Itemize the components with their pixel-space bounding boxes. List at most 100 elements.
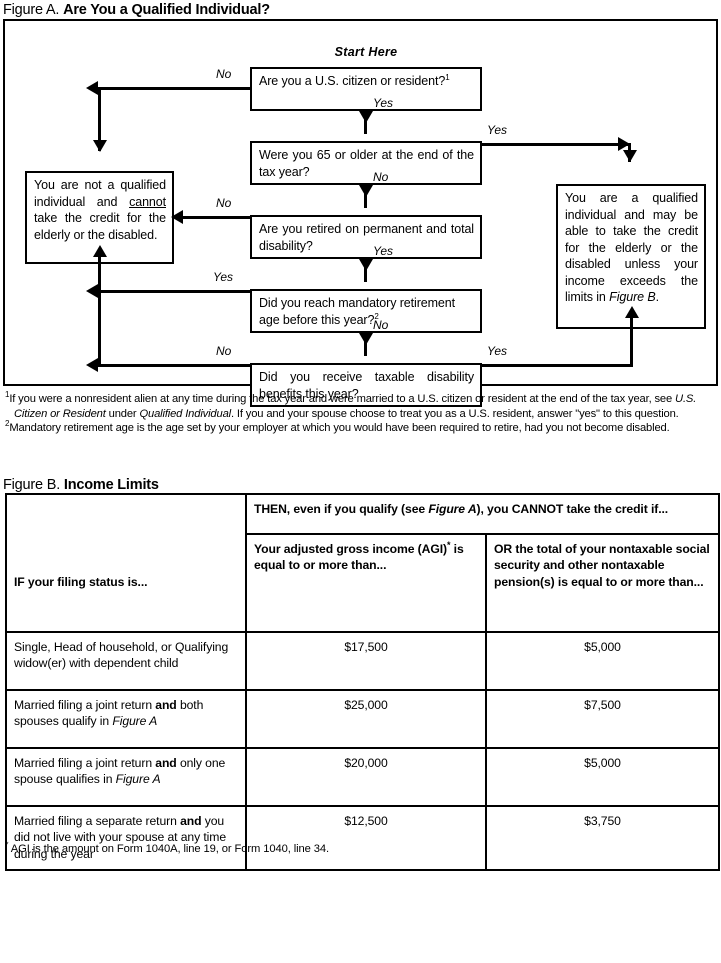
arrowhead-into-qualified-top: [623, 150, 637, 162]
qualified-figure-b-ref: Figure B: [609, 290, 656, 304]
table-row: Married filing a joint return and only o…: [5, 747, 720, 807]
footnote-1-marker: 1: [5, 390, 10, 400]
box-citizen-footnote-marker: 1: [445, 72, 450, 82]
arrowhead-retired-no: [171, 210, 183, 224]
income-limits-table-body: THEN, even if you qualify (see Figure A)…: [5, 493, 720, 633]
figure-b-footnote: * AGI is the amount on Form 1040A, line …: [5, 840, 715, 855]
table-row: Single, Head of household, or Qualifying…: [5, 631, 720, 691]
cell-agi-limit: $12,500: [245, 804, 487, 872]
label-mandatory-yes: Yes: [213, 270, 234, 284]
cell-nontaxable-limit: $5,000: [485, 631, 720, 691]
box-citizen-text: Are you a U.S. citizen or resident?: [259, 74, 446, 88]
not-qualified-text-post: take the credit for the elderly or the d…: [34, 211, 166, 242]
footnote-1: 1If you were a nonresident alien at any …: [5, 390, 717, 421]
label-mandatory-no: No: [373, 318, 389, 332]
table-row: Married filing a separate return and you…: [5, 804, 720, 872]
cell-nontaxable-limit: $7,500: [485, 689, 720, 749]
box-taxable-text: Did you receive taxable disability benef…: [259, 370, 474, 401]
table-header-row-top: THEN, even if you qualify (see Figure A)…: [5, 493, 720, 535]
figure-a-footnotes: 1If you were a nonresident alien at any …: [5, 390, 717, 436]
box-mandatory-footnote-marker: 2: [374, 311, 379, 321]
connector-age65-yes-horizontal: [482, 143, 630, 146]
connector-citizen-no-vertical: [98, 87, 101, 151]
agi-header-pre: Your adjusted gross income (AGI): [254, 542, 447, 556]
label-age65-no: No: [373, 170, 389, 184]
box-mandatory-text: Did you reach mandatory retirement age b…: [259, 296, 455, 327]
cell-filing-status: Married filing a joint return and only o…: [5, 747, 247, 807]
connector-taxable-yes-horizontal: [482, 364, 633, 367]
arrowhead-into-qualified-bottom: [625, 306, 639, 318]
not-qualified-cannot: cannot: [129, 194, 166, 209]
flowchart-box-taxable-disability: Did you receive taxable disability benef…: [250, 363, 482, 407]
cell-agi-limit: $25,000: [245, 689, 487, 749]
connector-taxable-yes-vertical: [630, 318, 633, 367]
box-retired-text: Are you retired on permanent and total d…: [259, 222, 474, 253]
arrowhead-mandatory-no: [359, 333, 373, 345]
flowchart-box-citizen: Are you a U.S. citizen or resident?1: [250, 67, 482, 111]
footnote-1-text: If you were a nonresident alien at any t…: [9, 393, 697, 420]
then-span-post: ), you CANNOT take the credit if...: [476, 502, 669, 516]
footnote-2-marker: 2: [5, 419, 10, 429]
figure-a-frame: Start Here Are you a U.S. citizen or res…: [3, 19, 718, 407]
connector-taxable-no-horizontal: [98, 364, 250, 367]
arrowhead-mandatory-yes: [86, 284, 98, 298]
connector-retired-no-horizontal: [183, 216, 250, 219]
figure-b-footnote-marker: *: [5, 839, 9, 850]
figure-a-label: Figure A.: [3, 2, 60, 18]
qualified-text-post: .: [655, 290, 659, 304]
header-cell-agi: Your adjusted gross income (AGI)* is equ…: [245, 533, 487, 633]
label-citizen-yes: Yes: [373, 96, 394, 110]
label-retired-yes: Yes: [373, 244, 394, 258]
figure-a-heading: Are You a Qualified Individual?: [63, 2, 270, 18]
qualified-text-pre: You are a qualified individual and may b…: [565, 191, 698, 304]
then-span-figure-a-ref: Figure A: [428, 502, 477, 516]
box-age65-text: Were you 65 or older at the end of the t…: [259, 148, 474, 179]
footnote-2: 2Mandatory retirement age is the age set…: [5, 419, 717, 436]
label-taxable-no: No: [216, 344, 232, 358]
figure-a-title: Figure A. Are You a Qualified Individual…: [3, 2, 270, 18]
connector-mandatory-yes-horizontal: [98, 290, 250, 293]
header-cell-nontaxable: OR the total of your nontaxable social s…: [485, 533, 720, 633]
label-taxable-yes: Yes: [487, 344, 508, 358]
arrowhead-retired-yes: [359, 259, 373, 271]
arrowhead-age65-no: [359, 185, 373, 197]
cell-nontaxable-limit: $5,000: [485, 747, 720, 807]
header-cell-then-span: THEN, even if you qualify (see Figure A)…: [245, 493, 720, 535]
not-qualified-text-pre: You are not a qualified individual and: [34, 178, 166, 209]
arrowhead-into-not-qualified-bottom: [93, 245, 107, 257]
flowchart-box-age65: Were you 65 or older at the end of the t…: [250, 141, 482, 185]
figure-b-heading: Income Limits: [63, 477, 159, 493]
table-header-row-sub: IF your filing status is... Your adjuste…: [5, 533, 720, 633]
arrowhead-into-not-qualified-top: [93, 140, 107, 152]
cell-filing-status: Single, Head of household, or Qualifying…: [5, 631, 247, 691]
figure-b-footnote-text: AGI is the amount on Form 1040A, line 19…: [8, 843, 330, 855]
agi-footnote-marker: *: [446, 539, 451, 550]
cell-agi-limit: $17,500: [245, 631, 487, 691]
flowchart-box-retired: Are you retired on permanent and total d…: [250, 215, 482, 259]
table-row: Married filing a joint return and both s…: [5, 689, 720, 749]
income-limits-rows: Single, Head of household, or Qualifying…: [5, 631, 720, 872]
connector-age65-yes-vertical: [628, 143, 631, 162]
connector-left-return-bus: [98, 249, 101, 367]
footnote-2-text: Mandatory retirement age is the age set …: [9, 422, 670, 435]
label-age65-yes: Yes: [487, 123, 508, 137]
arrowhead-taxable-no: [86, 358, 98, 372]
figure-b-title: Figure B. Income Limits: [3, 477, 159, 493]
cell-filing-status: Married filing a joint return and both s…: [5, 689, 247, 749]
then-span-pre: THEN, even if you qualify (see: [254, 502, 429, 516]
header-cell-filing-status: IF your filing status is...: [5, 534, 247, 633]
label-retired-no: No: [216, 196, 232, 210]
flowchart-box-mandatory-retirement: Did you reach mandatory retirement age b…: [250, 289, 482, 333]
label-citizen-no: No: [216, 67, 232, 81]
cell-filing-status: Married filing a separate return and you…: [5, 804, 247, 872]
arrowhead-citizen-yes: [359, 111, 373, 123]
figure-b-label: Figure B.: [3, 477, 61, 493]
income-limits-table: THEN, even if you qualify (see Figure A)…: [5, 493, 720, 872]
agi-header-post: is equal to or more than...: [254, 542, 464, 573]
connector-citizen-no-horizontal: [98, 87, 250, 90]
arrowhead-citizen-no: [86, 81, 98, 95]
start-here-label: Start Here: [334, 45, 398, 59]
arrowhead-age65-yes-right: [618, 137, 630, 151]
cell-agi-limit: $20,000: [245, 747, 487, 807]
